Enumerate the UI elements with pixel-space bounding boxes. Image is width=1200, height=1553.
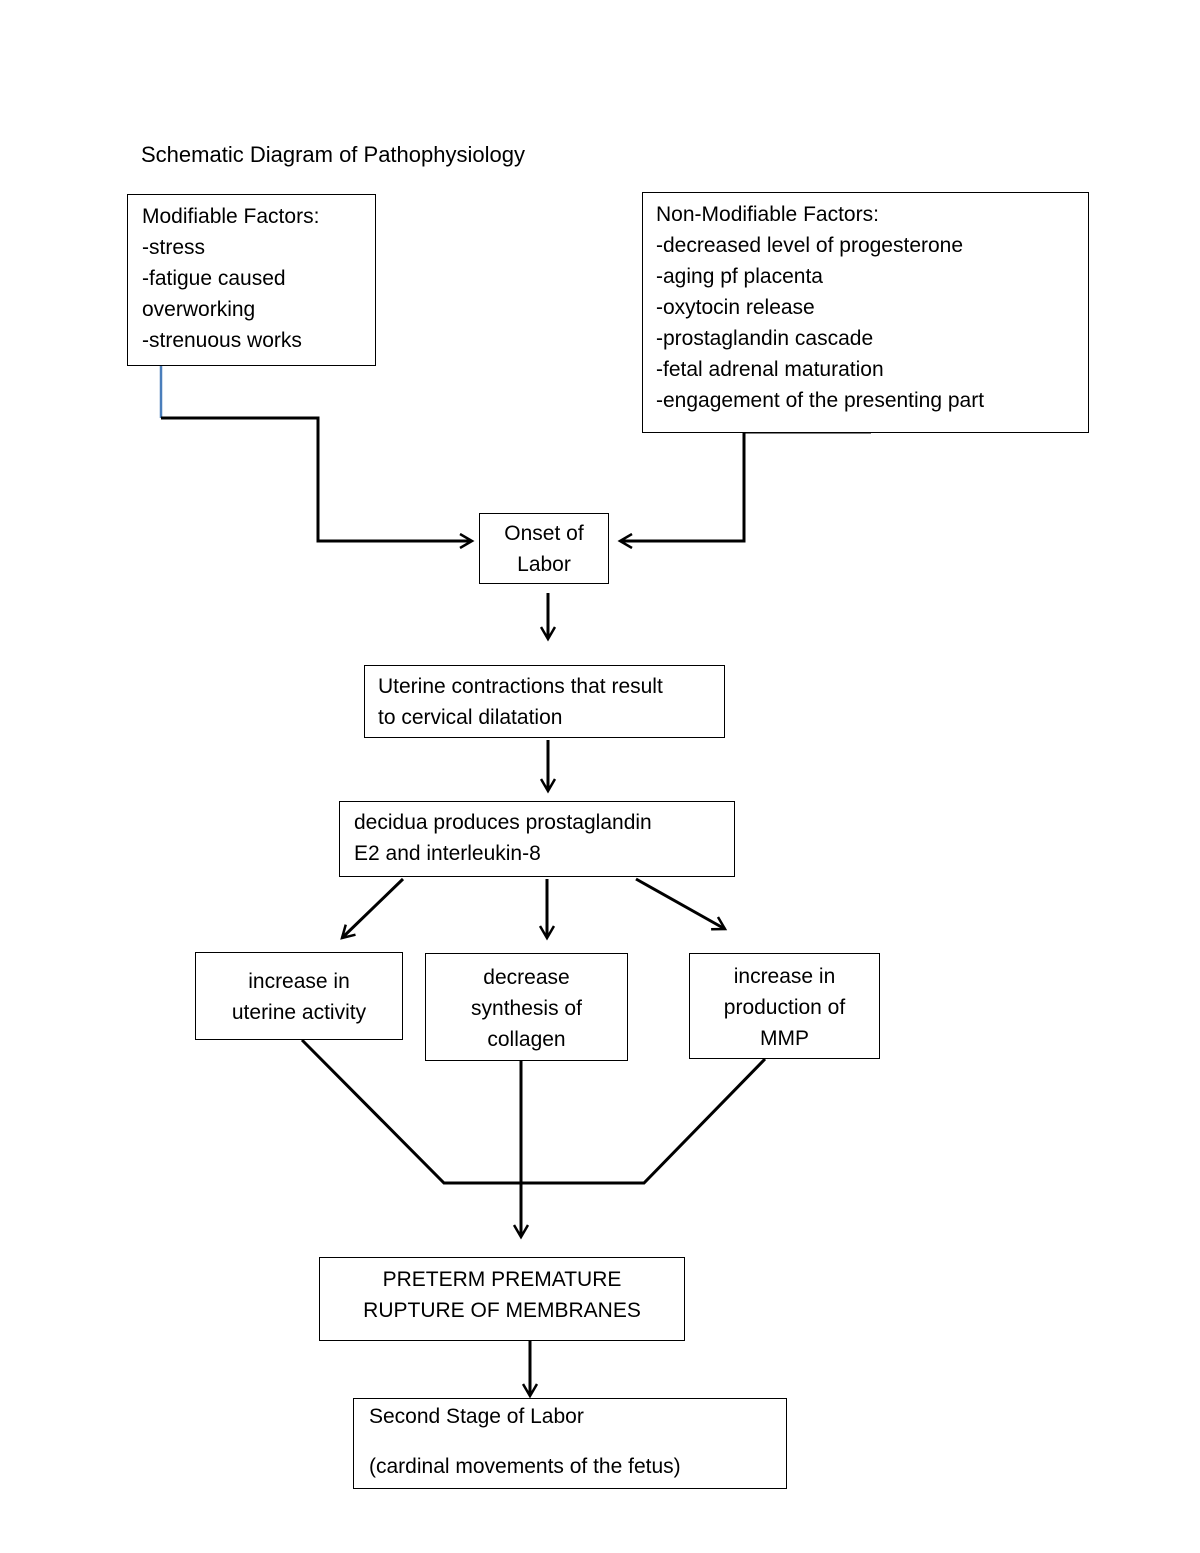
box-line: -engagement of the presenting part	[656, 389, 985, 412]
arrow-non-modifiable-to-onset	[620, 430, 871, 541]
box-line: -oxytocin release	[656, 296, 815, 319]
box-line: -prostaglandin cascade	[656, 327, 874, 350]
arrow-decidua-to-mmp	[635, 877, 725, 929]
second-stage-box: Second Stage of Labor (cardinal movement…	[353, 1398, 787, 1489]
box-line: Non-Modifiable Factors:	[656, 203, 879, 226]
uterine-activity-box: increase in uterine activity	[195, 952, 403, 1040]
box-line: E2 and interleukin-8	[354, 842, 541, 865]
arrow-modifiable-to-onset	[161, 416, 472, 541]
box-line: Onset of	[504, 522, 584, 545]
box-line: synthesis of	[471, 997, 582, 1020]
box-line: increase in	[733, 965, 836, 988]
box-line: -aging pf placenta	[656, 265, 823, 288]
collagen-box: decrease synthesis of collagen	[425, 953, 628, 1061]
box-line: Uterine contractions that result	[378, 675, 663, 698]
box-line: -fetal adrenal maturation	[656, 358, 884, 381]
box-line: collagen	[487, 1028, 566, 1051]
box-line: increase in	[248, 970, 350, 993]
box-line: Second Stage of Labor	[369, 1405, 584, 1428]
box-line: production of	[723, 996, 846, 1019]
modifiable-factors-box: Modifiable Factors: -stress -fatigue cau…	[127, 194, 376, 366]
box-line: PRETERM PREMATURE	[382, 1268, 622, 1291]
box-line: overworking	[142, 298, 256, 321]
box-line: (cardinal movements of the fetus)	[369, 1455, 681, 1478]
non-modifiable-factors-box: Non-Modifiable Factors: -decreased level…	[642, 192, 1089, 433]
arrow-decidua-to-uterine-activity	[342, 877, 405, 938]
uterine-contractions-box: Uterine contractions that result to cerv…	[364, 665, 725, 738]
mmp-box: increase in production of MMP	[689, 953, 880, 1059]
box-line: MMP	[760, 1027, 809, 1050]
box-line	[369, 1429, 786, 1454]
box-line: to cervical dilatation	[378, 706, 563, 729]
box-line: -fatigue caused	[142, 267, 286, 290]
onset-of-labor-box: Onset of Labor	[479, 513, 609, 584]
box-line: -stress	[142, 236, 205, 259]
box-line: Labor	[517, 553, 571, 576]
box-line: -decreased level of progesterone	[656, 234, 964, 257]
page-title: Schematic Diagram of Pathophysiology	[141, 142, 525, 167]
box-line: decidua produces prostaglandin	[354, 811, 652, 834]
box-line: Modifiable Factors:	[142, 205, 320, 228]
box-line: uterine activity	[231, 1001, 367, 1024]
decidua-box: decidua produces prostaglandin E2 and in…	[339, 801, 735, 877]
pprom-box: PRETERM PREMATURE RUPTURE OF MEMBRANES	[319, 1257, 685, 1341]
box-line: decrease	[483, 966, 570, 989]
merge-line	[300, 1038, 767, 1185]
box-line: RUPTURE OF MEMBRANES	[363, 1299, 641, 1322]
box-line: -strenuous works	[142, 329, 302, 352]
